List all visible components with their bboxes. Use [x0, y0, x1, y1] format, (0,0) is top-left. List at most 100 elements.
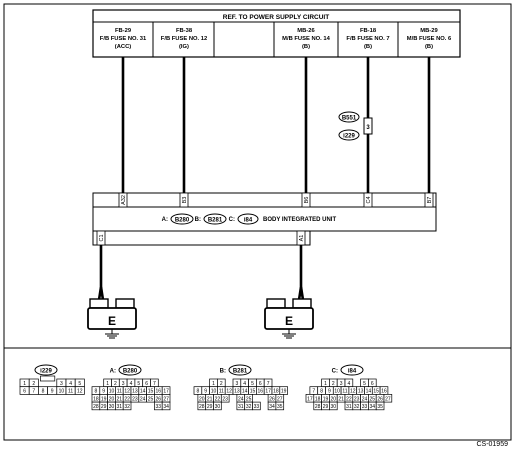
connector-pin-cell: [375, 401, 385, 411]
connector-pin-number: 29: [207, 404, 213, 410]
connector-pin-number: 22: [124, 396, 130, 402]
connector-pin-number: 6: [259, 381, 262, 387]
connector-pin-number: 30: [331, 404, 337, 410]
connector-pin-number: 12: [226, 389, 232, 395]
connector-pin-number: 8: [95, 389, 98, 395]
connector-pin-number: 35: [277, 404, 283, 410]
ground-label: E: [285, 314, 293, 328]
connector-pin-number: 24: [362, 396, 368, 402]
fuse-name: M/B FUSE NO. 6: [407, 36, 452, 42]
connector-pin-number: 6: [371, 381, 374, 387]
power-box-title: REF. TO POWER SUPPLY CIRCUIT: [223, 14, 329, 21]
connector-pin-number: 33: [362, 404, 368, 410]
connector-pin-number: 16: [156, 389, 162, 395]
connector-pin-number: 18: [93, 396, 99, 402]
connector-pin-number: 10: [211, 389, 217, 395]
connector-pin-number: 7: [32, 389, 35, 395]
connector-pin-number: 31: [346, 404, 352, 410]
connector-pin-number: 23: [132, 396, 138, 402]
connector-pin-number: 32: [124, 404, 130, 410]
ground-label: E: [108, 314, 116, 328]
connector-pin-number: 19: [281, 389, 287, 395]
connector-pin-number: 16: [381, 389, 387, 395]
connector-pin-number: 15: [373, 389, 379, 395]
connector-pin-number: 30: [109, 404, 115, 410]
connector-name: B281: [233, 369, 248, 375]
connector-pin-number: 20: [331, 396, 337, 402]
connector-pin-number: 15: [250, 389, 256, 395]
connector-pin-number: 4: [69, 381, 72, 387]
connector-pin-number: 3: [60, 381, 63, 387]
connector-pin-number: 27: [163, 396, 169, 402]
connector-pin-number: 9: [102, 389, 105, 395]
connector-pin-number: 1: [106, 381, 109, 387]
connector-pin-number: 4: [243, 381, 246, 387]
connector-pin-number: 1: [212, 381, 215, 387]
connector-pin-number: 17: [307, 396, 313, 402]
connector-pin-cell: [220, 394, 230, 403]
connector-pin-number: 17: [265, 389, 271, 395]
connector-pin-number: 2: [220, 381, 223, 387]
connector-pin-number: 8: [42, 389, 45, 395]
connector-pin-number: 31: [117, 404, 123, 410]
connector-pin-number: 34: [370, 404, 376, 410]
unit-c-label: C:: [229, 217, 235, 223]
connector-pin-number: 32: [354, 404, 360, 410]
connector-pin-number: 14: [366, 389, 372, 395]
junction-connector: 3 B551 i229: [338, 111, 373, 141]
connector-pin-number: 20: [109, 396, 115, 402]
connector-pin-number: 1: [324, 381, 327, 387]
connector-pin-number: 16: [258, 389, 264, 395]
connector-pin-number: 10: [109, 389, 115, 395]
connector-pin-number: 24: [238, 396, 244, 402]
connector-pin-cell: [161, 401, 171, 411]
power-supply-box: REF. TO POWER SUPPLY CIRCUIT FB-29 F/B F…: [92, 9, 461, 58]
connector-pin-number: 12: [124, 389, 130, 395]
pin-label: A32: [121, 195, 127, 205]
fuse-cell-5: FB-18 F/B FUSE NO. 7 (B): [346, 28, 389, 50]
connector-pin-number: 22: [215, 396, 221, 402]
connector-pin-number: 25: [246, 396, 252, 402]
connector-pin-number: 9: [204, 389, 207, 395]
unit-a-label: A:: [162, 217, 168, 223]
pin-label: B7: [427, 197, 433, 204]
connector-pin-number: 5: [363, 381, 366, 387]
connector-pin-number: 6: [23, 389, 26, 395]
connector-latch: [40, 375, 56, 382]
connector-pin-number: 7: [312, 389, 315, 395]
connector-pin-number: 4: [130, 381, 133, 387]
connector-pin-number: 10: [59, 389, 65, 395]
connector-pin-number: 12: [350, 389, 356, 395]
connector-pin-number: 30: [215, 404, 221, 410]
pin-label: B6: [304, 197, 310, 204]
connector-pin-cell: [213, 401, 222, 411]
fuse-location: FB-18: [360, 28, 377, 34]
unit-c-connector: i84: [244, 218, 253, 224]
connector-pin-number: 27: [385, 396, 391, 402]
connector-pin-number: 8: [197, 389, 200, 395]
connector-pin-number: 5: [137, 381, 140, 387]
connector-pin-number: 18: [315, 396, 321, 402]
connector-pin-number: 4: [348, 381, 351, 387]
connector-pin-number: 12: [77, 389, 83, 395]
connector-pin-cell: [275, 401, 285, 411]
connector-pin-number: 11: [68, 389, 73, 395]
fuse-name: F/B FUSE NO. 12: [161, 36, 207, 42]
connector-pin-number: 25: [148, 396, 154, 402]
connector-pin-cell: [252, 401, 261, 411]
unit-b-connector: B281: [208, 218, 223, 224]
fuse-cell-6: MB-29 M/B FUSE NO. 6 (B): [407, 28, 452, 50]
connector-pin-number: 3: [340, 381, 343, 387]
ground-pin-c1: C1: [99, 234, 105, 241]
fuse-location: MB-26: [297, 28, 315, 34]
fuse-name: F/B FUSE NO. 31: [100, 36, 147, 42]
connector-pin-number: 18: [273, 389, 279, 395]
connector-pin-number: 9: [328, 389, 331, 395]
connector-pin-number: 25: [370, 396, 376, 402]
connector-pin-number: 8: [320, 389, 323, 395]
connector-pin-number: 7: [153, 381, 156, 387]
connector-pin-number: 27: [277, 396, 283, 402]
connector-pin-cell: [383, 394, 393, 403]
